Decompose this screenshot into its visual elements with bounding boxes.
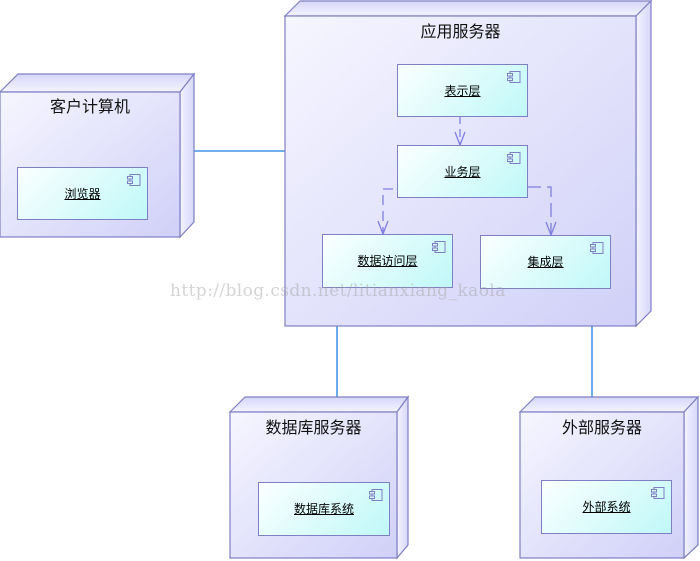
component-label: 数据访问层 [357,254,418,268]
component-label: 业务层 [444,165,481,179]
node-title-client: 客户计算机 [49,97,130,116]
component-label: 外部系统 [582,500,631,514]
uml-component-icon [651,487,665,499]
node-title-app-server: 应用服务器 [420,22,501,41]
component-label: 浏览器 [64,187,101,201]
component-integration-layer[interactable]: 集成层 [480,235,611,289]
uml-component-icon [369,489,383,501]
component-browser[interactable]: 浏览器 [17,167,148,220]
uml-component-icon [432,241,446,253]
component-business-layer[interactable]: 业务层 [397,145,528,198]
component-presentation-layer[interactable]: 表示层 [397,64,528,117]
watermark: http://blog.csdn.net/litianxiang_kaola [170,281,506,301]
uml-component-icon [507,152,521,164]
component-data-access-layer[interactable]: 数据访问层 [322,234,453,288]
uml-component-icon [507,71,521,83]
component-label: 集成层 [527,255,564,269]
uml-component-icon [590,242,604,254]
component-label: 表示层 [444,84,481,98]
component-label: 数据库系统 [293,502,354,516]
component-database-system[interactable]: 数据库系统 [258,482,390,536]
node-title-external-server: 外部服务器 [561,418,642,437]
component-external-system[interactable]: 外部系统 [541,480,672,534]
uml-component-icon [127,174,141,186]
node-title-db-server: 数据库服务器 [265,418,362,437]
